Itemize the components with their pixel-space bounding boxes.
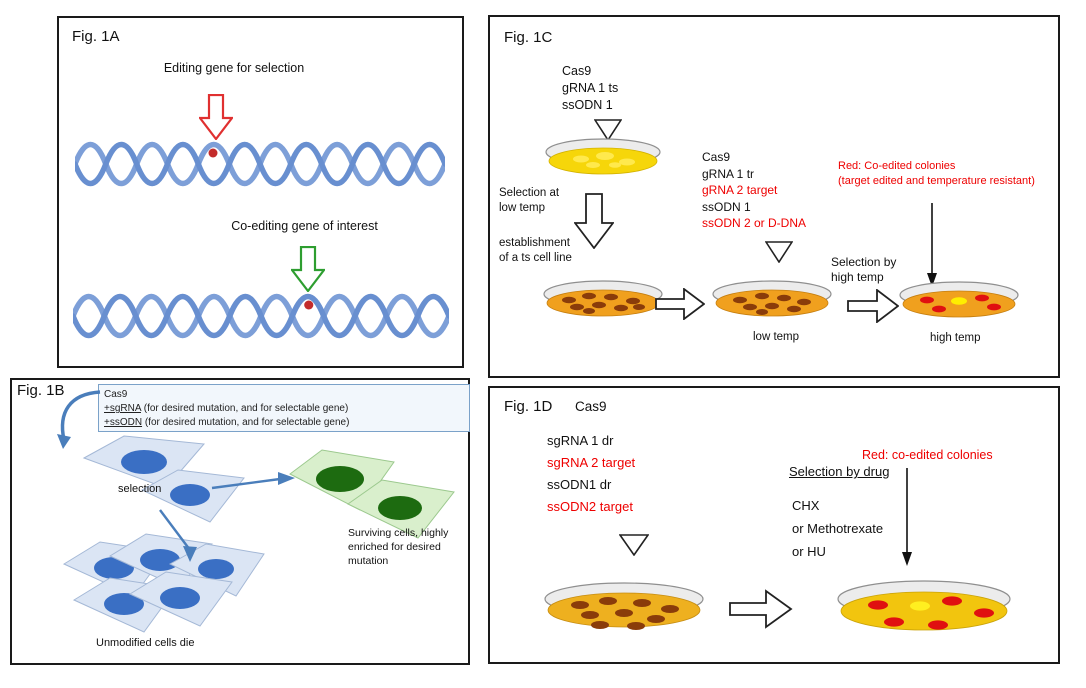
red-note-c: Red: Co-edited colonies (target edited a…: [838, 159, 1035, 188]
pointer-arrow-to-dish: [902, 468, 912, 566]
petri-dish-after-drug: [837, 580, 1011, 631]
cells-illustration: [62, 435, 455, 633]
selection-label: selection: [118, 483, 162, 495]
panel-fig-1a: Fig. 1A Editing gene for selection Co-ed…: [57, 16, 464, 368]
green-down-arrow-icon: [291, 246, 325, 292]
edit-site-dot: [304, 300, 314, 310]
sgrna-underlined: +sgRNA: [104, 403, 141, 414]
blue-nucleus: [198, 559, 234, 579]
mix-d-sgrna1dr: sgRNA 1 dr: [547, 433, 614, 448]
surviving-caption: Surviving cells, highly enriched for des…: [348, 527, 449, 567]
cas9-label: Cas9: [575, 399, 607, 414]
drug-list: CHX or Methotrexate or HU: [792, 494, 883, 563]
blue-nucleus: [170, 484, 210, 506]
high-temp-label: high temp: [930, 332, 981, 344]
red-note-d: Red: co-edited colonies: [862, 448, 993, 462]
arrow-to-dying: [159, 509, 191, 551]
selection-low-l1: Selection at: [499, 187, 560, 199]
mix2-text: Cas9 gRNA 1 tr gRNA 2 target ssODN 1 ssO…: [702, 149, 806, 232]
mix-line-sgrna: +sgRNA (for desired mutation, and for se…: [104, 402, 464, 416]
green-nucleus: [378, 496, 422, 520]
mix2-ssodn1: ssODN 1: [702, 199, 751, 214]
selection-low-temp-text: Selection at low temp: [499, 186, 559, 216]
drug-chx: CHX: [792, 498, 820, 513]
petri-dish-high-temp: [899, 281, 1019, 318]
mix-d-sgrna2-target: sgRNA 2 target: [547, 455, 636, 470]
mix1-ssodn1: ssODN 1: [562, 98, 613, 112]
dna-helix-bottom: [73, 293, 449, 339]
panel-b-label: Fig. 1B: [17, 382, 65, 399]
caption-editing-gene: Editing gene for selection: [163, 61, 305, 75]
low-temp-label: low temp: [753, 331, 800, 343]
open-right-arrow-icon: [655, 288, 705, 320]
selection-high-temp-text: Selection by high temp: [831, 255, 896, 285]
sgrna-rest: (for desired mutation, and for selectabl…: [140, 403, 349, 414]
transfection-triangle-icon: [619, 534, 649, 556]
petri-dish-ts-line: [545, 138, 661, 175]
arrowhead-right: [278, 472, 295, 485]
panel-d-label: Fig. 1D: [504, 398, 553, 415]
panel-fig-1d: Fig. 1D Cas9 sgRNA 1 dr sgRNA 2 target s…: [488, 386, 1060, 664]
caption-coediting-gene: Co-editing gene of interest: [231, 219, 378, 233]
mix-line-cas9: Cas9: [104, 389, 128, 400]
selection-low-l2: low temp: [499, 202, 546, 214]
arrow-to-surviving: [211, 477, 281, 490]
reagent-mix-box: Cas9 +sgRNA (for desired mutation, and f…: [98, 384, 470, 432]
mix-d-text: sgRNA 1 dr sgRNA 2 target ssODN1 dr ssOD…: [547, 430, 635, 518]
open-right-arrow-icon: [847, 289, 899, 323]
selection-high-l2: high temp: [831, 270, 884, 284]
mix1-grna1ts: gRNA 1 ts: [562, 81, 619, 95]
drug-hu: or HU: [792, 544, 826, 559]
mix1-cas9: Cas9: [562, 64, 592, 78]
red-note-c-l1: Red: Co-edited colonies: [838, 160, 956, 172]
blue-nucleus: [140, 549, 180, 571]
selection-by-drug-label: Selection by drug: [789, 464, 890, 479]
mix-d-ssodn2-target: ssODN2 target: [547, 499, 633, 514]
mix1-text: Cas9 gRNA 1 ts ssODN 1: [562, 63, 618, 114]
establishment-l1: establishment: [499, 237, 570, 249]
edit-site-dot: [208, 148, 218, 158]
red-note-c-l2: (target edited and temperature resistant…: [838, 174, 1035, 187]
blue-nucleus: [121, 450, 167, 474]
ssodn-underlined: +ssODN: [104, 417, 143, 428]
petri-dish-ts-established: [543, 280, 663, 317]
pointer-arrow-to-dish: [927, 203, 937, 287]
panel-fig-1c: Fig. 1C Cas9 gRNA 1 ts ssODN 1 Selection…: [488, 15, 1060, 378]
panel-c-label: Fig. 1C: [504, 29, 553, 46]
petri-dish-before-drug: [544, 582, 704, 630]
blue-nucleus: [104, 593, 144, 615]
selection-high-l1: Selection by: [831, 255, 897, 269]
green-nucleus: [316, 466, 364, 492]
mix-line-ssodn: +ssODN (for desired mutation, and for se…: [104, 416, 464, 430]
blue-nucleus: [160, 587, 200, 609]
ssodn-rest: (for desired mutation, and for selectabl…: [142, 417, 350, 428]
panel-a-label: Fig. 1A: [72, 28, 120, 45]
mix2-cas9: Cas9: [702, 150, 731, 164]
mix-d-ssodn1dr: ssODN1 dr: [547, 477, 612, 492]
mix2-grna1tr: gRNA 1 tr: [702, 166, 755, 181]
mix2-ssodn2-ddna: ssODN 2 or D-DNA: [702, 216, 807, 230]
drug-methotrexate: or Methotrexate: [792, 521, 884, 536]
establishment-l2: of a ts cell line: [499, 252, 572, 264]
panel-fig-1b: Fig. 1B Cas9 +sgRNA (for desired mutatio…: [10, 378, 470, 665]
petri-dish-low-temp: [712, 280, 832, 317]
curved-blue-arrow-icon: [57, 390, 101, 449]
unmodified-caption: Unmodified cells die: [96, 637, 195, 649]
transfection-triangle-icon: [594, 119, 622, 141]
dna-helix-top: [75, 141, 445, 187]
mix2-grna2-target: gRNA 2 target: [702, 183, 778, 197]
establishment-text: establishment of a ts cell line: [499, 236, 572, 266]
arrowhead-down: [183, 546, 197, 562]
open-right-arrow-icon: [729, 589, 793, 629]
transfection-triangle-icon: [765, 241, 793, 263]
red-down-arrow-icon: [199, 94, 233, 140]
open-down-arrow-icon: [574, 193, 614, 249]
